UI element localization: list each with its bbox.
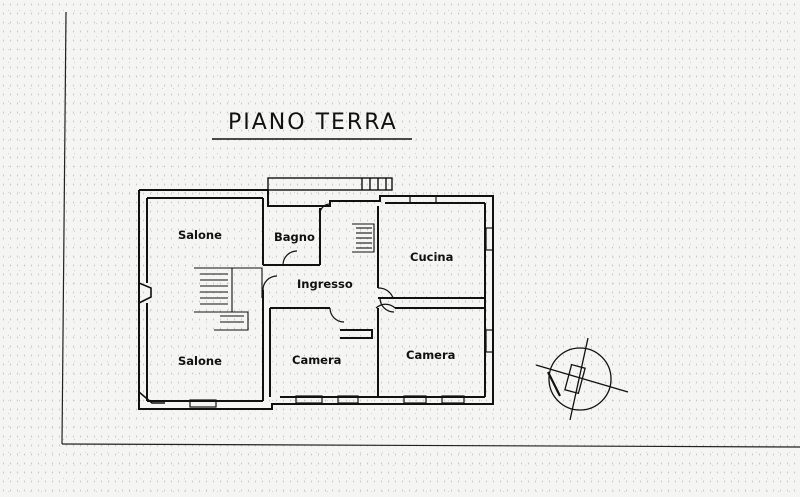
interior-stairs xyxy=(194,267,263,331)
room-label-salone-bottom: Salone xyxy=(178,354,222,368)
room-label-cucina: Cucina xyxy=(410,250,454,264)
outer-walls xyxy=(138,189,494,410)
north-arrow-icon xyxy=(535,337,629,421)
room-label-ingresso: Ingresso xyxy=(297,277,353,291)
bay-window xyxy=(138,282,165,404)
porch xyxy=(267,177,393,191)
sheet-border xyxy=(61,11,800,448)
room-label-camera-right: Camera xyxy=(406,348,456,362)
room-label-bagno: Bagno xyxy=(274,230,315,244)
entrance-stairs xyxy=(352,223,375,253)
room-label-camera-left: Camera xyxy=(292,353,342,367)
plan-title: PIANO TERRA xyxy=(228,110,398,135)
room-label-salone-top: Salone xyxy=(178,228,222,242)
door-swings xyxy=(262,203,396,323)
windows xyxy=(189,195,494,408)
interior-walls xyxy=(262,198,485,401)
